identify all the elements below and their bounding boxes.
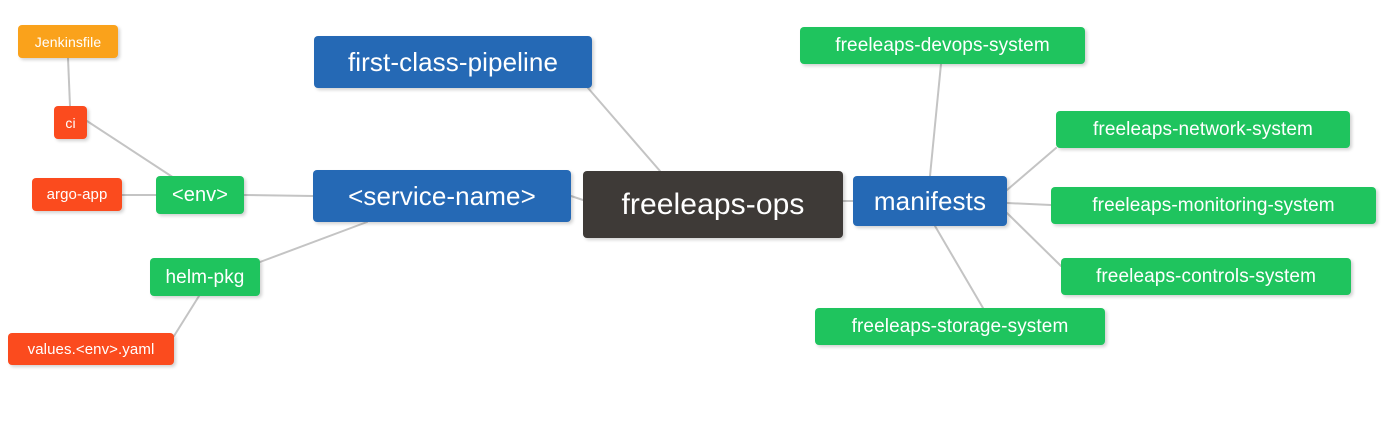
edge-env-to-service-name <box>243 194 314 197</box>
edge-service-name-to-freeleaps-ops <box>570 195 584 201</box>
edge-helm-pkg-to-service-name <box>259 221 368 263</box>
node-jenkinsfile[interactable]: Jenkinsfile <box>18 25 118 58</box>
edge-first-class-pipeline-to-freeleaps-ops <box>587 87 661 172</box>
node-helm-pkg[interactable]: helm-pkg <box>150 258 260 296</box>
node-env[interactable]: <env> <box>156 176 244 214</box>
node-freeleaps-network-system[interactable]: freeleaps-network-system <box>1056 111 1350 148</box>
edge-jenkinsfile-to-ci <box>67 57 71 107</box>
edge-manifests-to-freeleaps-storage-system <box>934 225 984 309</box>
node-ci[interactable]: ci <box>54 106 87 139</box>
node-first-class-pipeline[interactable]: first-class-pipeline <box>314 36 592 88</box>
edge-manifests-to-freeleaps-monitoring-system <box>1006 202 1052 206</box>
node-freeleaps-devops-system[interactable]: freeleaps-devops-system <box>800 27 1085 64</box>
node-freeleaps-ops[interactable]: freeleaps-ops <box>583 171 843 238</box>
edge-values-env-yaml-to-helm-pkg <box>173 295 200 337</box>
edge-manifests-to-freeleaps-devops-system <box>929 63 942 177</box>
node-freeleaps-monitoring-system[interactable]: freeleaps-monitoring-system <box>1051 187 1376 224</box>
node-freeleaps-controls-system[interactable]: freeleaps-controls-system <box>1061 258 1351 295</box>
node-values-env-yaml[interactable]: values.<env>.yaml <box>8 333 174 365</box>
node-freeleaps-storage-system[interactable]: freeleaps-storage-system <box>815 308 1105 345</box>
node-service-name[interactable]: <service-name> <box>313 170 571 222</box>
node-argo-app[interactable]: argo-app <box>32 178 122 211</box>
node-manifests[interactable]: manifests <box>853 176 1007 226</box>
edge-manifests-to-freeleaps-network-system <box>1006 147 1057 191</box>
